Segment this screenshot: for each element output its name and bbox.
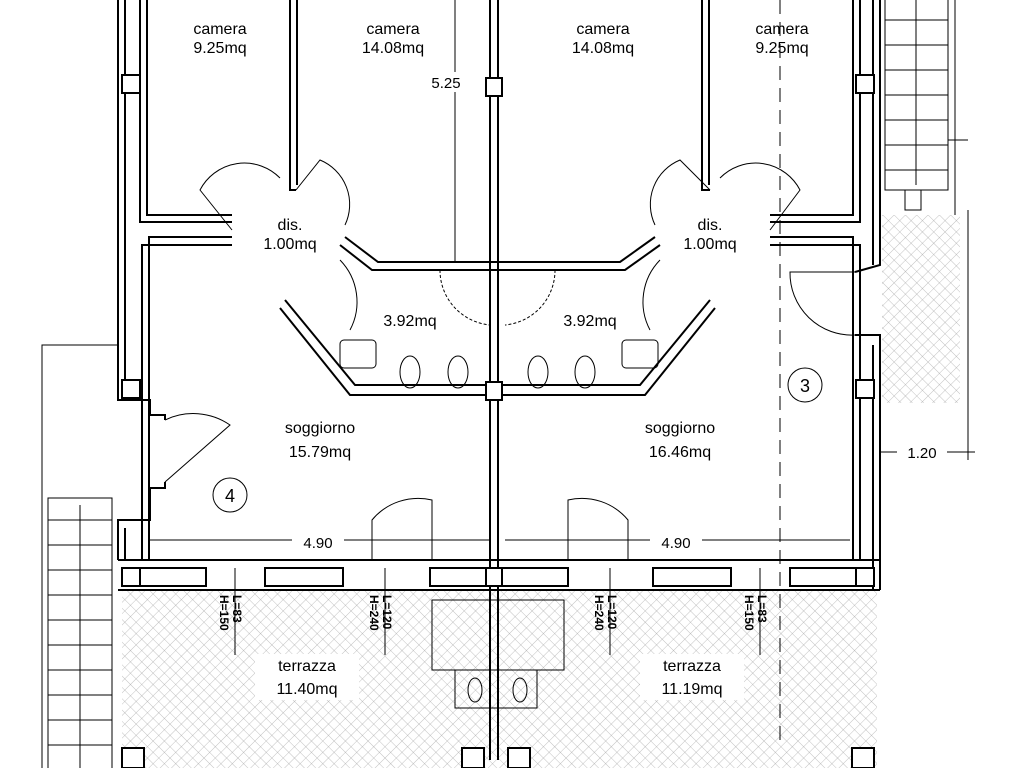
terrace-hatch (122, 215, 960, 768)
window-2-H: H=240 (367, 595, 381, 631)
left-stairs (41, 344, 118, 768)
unit-marker-right: 3 (800, 376, 810, 396)
window-3-H: H=240 (592, 595, 606, 631)
columns (121, 74, 875, 768)
unit-markers: 4 3 (212, 367, 823, 513)
room-camera-4-name: camera (755, 21, 808, 38)
room-soggiorno-left-name: soggiorno (285, 420, 355, 437)
window-3-L: L=120 (605, 595, 619, 630)
terrace-fixture (431, 599, 565, 709)
dim-right-width: 4.90 (661, 535, 690, 552)
room-terrazza-left-area: 11.40mq (276, 681, 337, 698)
facade-segments (139, 567, 857, 587)
dim-left-width: 4.90 (303, 535, 332, 552)
dimension-texts: 5.25 4.90 4.90 1.20 (292, 72, 947, 552)
room-dis-left-name: dis. (278, 217, 303, 234)
room-terrazza-left-name: terrazza (278, 658, 336, 675)
window-2-L: L=120 (380, 595, 394, 630)
unit-marker-left: 4 (225, 486, 235, 506)
window-4-H: H=150 (742, 595, 756, 631)
room-soggiorno-right-name: soggiorno (645, 420, 715, 437)
room-dis-right-name: dis. (698, 217, 723, 234)
room-camera-4-area: 9.25mq (755, 40, 808, 57)
window-labels: L=83 H=150 L=120 H=240 L=120 H=240 L=83 … (217, 595, 769, 631)
window-4-L: L=83 (755, 595, 769, 623)
room-camera-3-name: camera (576, 21, 629, 38)
room-dis-right-area: 1.00mq (683, 236, 736, 253)
room-dis-left-area: 1.00mq (263, 236, 316, 253)
room-soggiorno-right-area: 16.46mq (649, 444, 711, 461)
bathroom-fixtures (339, 339, 659, 389)
doors (164, 159, 856, 560)
room-soggiorno-left-area: 15.79mq (289, 444, 351, 461)
room-camera-2-name: camera (366, 21, 419, 38)
dim-side-width: 1.20 (907, 445, 936, 462)
room-bagno-right-area: 3.92mq (563, 313, 616, 330)
window-1-H: H=150 (217, 595, 231, 631)
dim-top-height: 5.25 (431, 75, 460, 92)
room-camera-1-name: camera (193, 21, 246, 38)
right-stairs (884, 0, 968, 215)
room-camera-3-area: 14.08mq (572, 40, 634, 57)
room-camera-1-area: 9.25mq (193, 40, 246, 57)
room-labels: camera 9.25mq camera 14.08mq camera 14.0… (193, 21, 809, 700)
room-terrazza-right-area: 11.19mq (661, 681, 722, 698)
room-terrazza-right-name: terrazza (663, 658, 721, 675)
room-camera-2-area: 14.08mq (362, 40, 424, 57)
room-bagno-left-area: 3.92mq (383, 313, 436, 330)
window-1-L: L=83 (230, 595, 244, 623)
